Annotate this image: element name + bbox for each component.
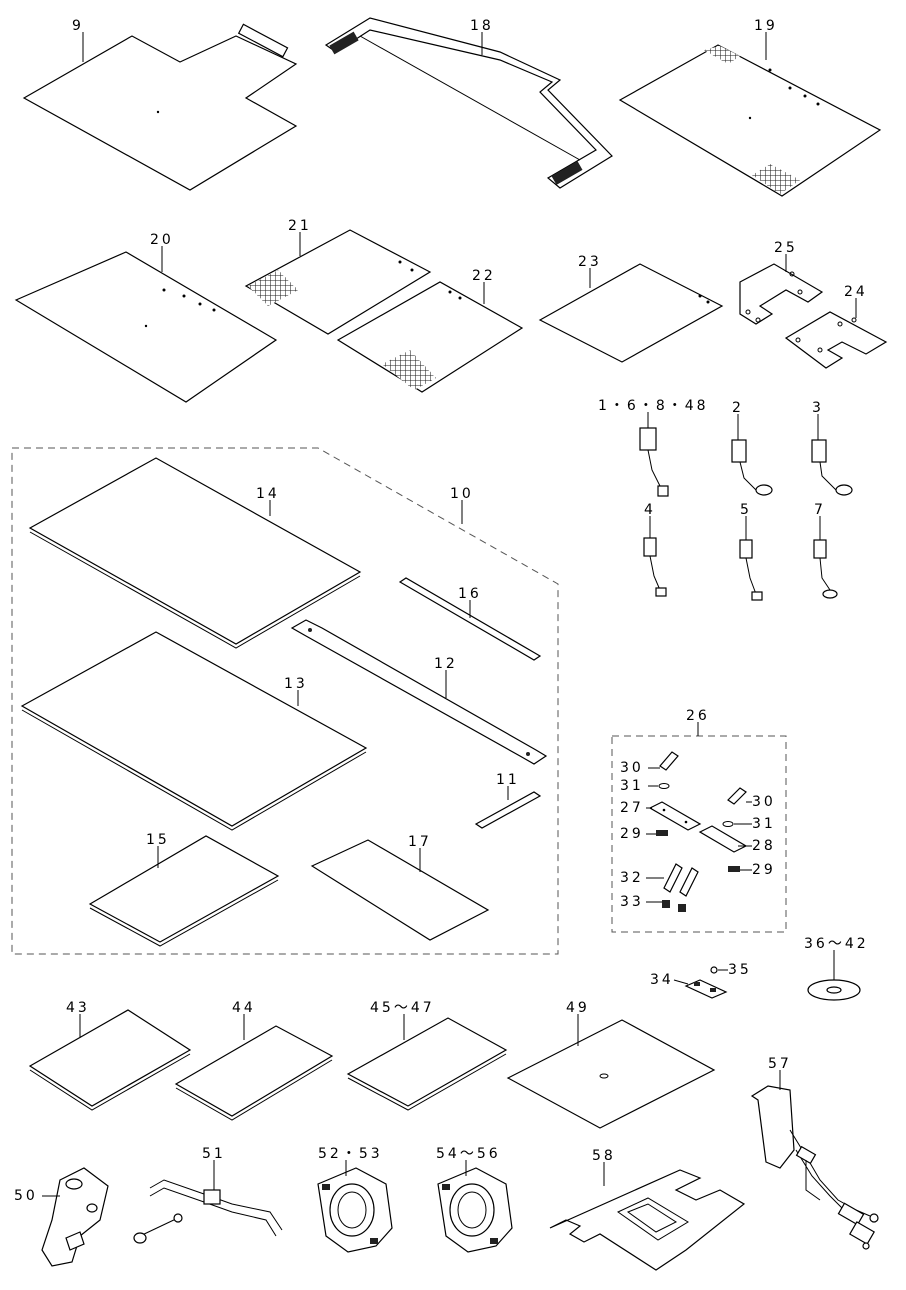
presser-foot-3 [811, 439, 853, 496]
part-57-assembly [750, 1085, 879, 1250]
callout-49: 49 [566, 1000, 590, 1016]
part-43-sheet [28, 1009, 192, 1111]
part-36-42-disc [807, 979, 861, 1001]
callout-11: 11 [496, 772, 520, 788]
callout-58: 58 [592, 1148, 616, 1164]
callout-27: 27 [620, 800, 644, 816]
callout-16: 16 [458, 586, 482, 602]
callout-24: 24 [844, 284, 868, 300]
callout-22: 22 [472, 268, 496, 284]
callout-4: 4 [644, 502, 656, 518]
part-17-sheet [310, 839, 490, 941]
callout-1-6-8-48: 1・6・8・48 [598, 398, 709, 414]
part-34-35-guide [684, 966, 728, 999]
callout-20: 20 [150, 232, 174, 248]
callout-17: 17 [408, 834, 432, 850]
callout-36-42: 36～42 [804, 936, 869, 952]
part-11-strip [474, 791, 542, 829]
callout-13: 13 [284, 676, 308, 692]
part-13-sheet [20, 631, 368, 831]
part-12-strip [290, 619, 548, 765]
part-49-sheet [506, 1019, 716, 1129]
presser-foot-1-6-8-48 [639, 427, 669, 497]
presser-foot-7 [813, 539, 838, 599]
callout-7: 7 [814, 502, 826, 518]
callout-9: 9 [72, 18, 84, 34]
callout-29a: 29 [620, 826, 644, 842]
part-25-plate [739, 263, 824, 325]
part-14-sheet [28, 457, 362, 649]
part-50-bracket [41, 1167, 109, 1267]
set-10-outline [11, 447, 559, 955]
callout-26: 26 [686, 708, 710, 724]
callout-52-53: 52・53 [318, 1146, 383, 1162]
callout-35: 35 [728, 962, 752, 978]
callout-30a: 30 [620, 760, 644, 776]
callout-15: 15 [146, 832, 170, 848]
presser-foot-2 [731, 439, 773, 496]
part-51-rod [133, 1179, 283, 1244]
callout-2: 2 [732, 400, 744, 416]
part-9-plate [22, 23, 298, 191]
callout-29b: 29 [752, 862, 776, 878]
callout-21: 21 [288, 218, 312, 234]
callout-32: 32 [620, 870, 644, 886]
part-22-plate [336, 281, 524, 393]
part-16-strip [398, 577, 542, 661]
callout-51: 51 [202, 1146, 226, 1162]
callout-30b: 30 [752, 794, 776, 810]
part-45-47-sheet [346, 1017, 508, 1111]
callout-45-47: 45～47 [370, 1000, 435, 1016]
callout-5: 5 [740, 502, 752, 518]
callout-19: 19 [754, 18, 778, 34]
presser-foot-5 [739, 539, 763, 601]
part-52-53-collar [317, 1167, 393, 1253]
part-19-plate [618, 44, 882, 197]
callout-14: 14 [256, 486, 280, 502]
presser-foot-4 [643, 537, 667, 597]
callout-57: 57 [768, 1056, 792, 1072]
part-20-plate [14, 251, 278, 403]
set-26-components [648, 751, 748, 912]
callout-54-56: 54～56 [436, 1146, 501, 1162]
callout-23: 23 [578, 254, 602, 270]
callout-31a: 31 [620, 778, 644, 794]
callout-3: 3 [812, 400, 824, 416]
part-44-sheet [174, 1025, 334, 1121]
part-54-56-collar [437, 1167, 513, 1253]
callout-43: 43 [66, 1000, 90, 1016]
callout-44: 44 [232, 1000, 256, 1016]
callout-50: 50 [14, 1188, 38, 1204]
set-26-outline [611, 735, 787, 933]
part-58-plate [549, 1169, 746, 1271]
callout-12: 12 [434, 656, 458, 672]
part-21-plate [244, 229, 432, 335]
callout-25: 25 [774, 240, 798, 256]
callout-28: 28 [752, 838, 776, 854]
callout-34: 34 [650, 972, 674, 988]
callout-10: 10 [450, 486, 474, 502]
callout-31b: 31 [752, 816, 776, 832]
part-18-bracket [324, 17, 613, 189]
callout-18: 18 [470, 18, 494, 34]
part-23-plate [538, 263, 724, 363]
part-15-sheet [88, 835, 280, 947]
callout-33: 33 [620, 894, 644, 910]
part-24-plate [784, 311, 888, 369]
